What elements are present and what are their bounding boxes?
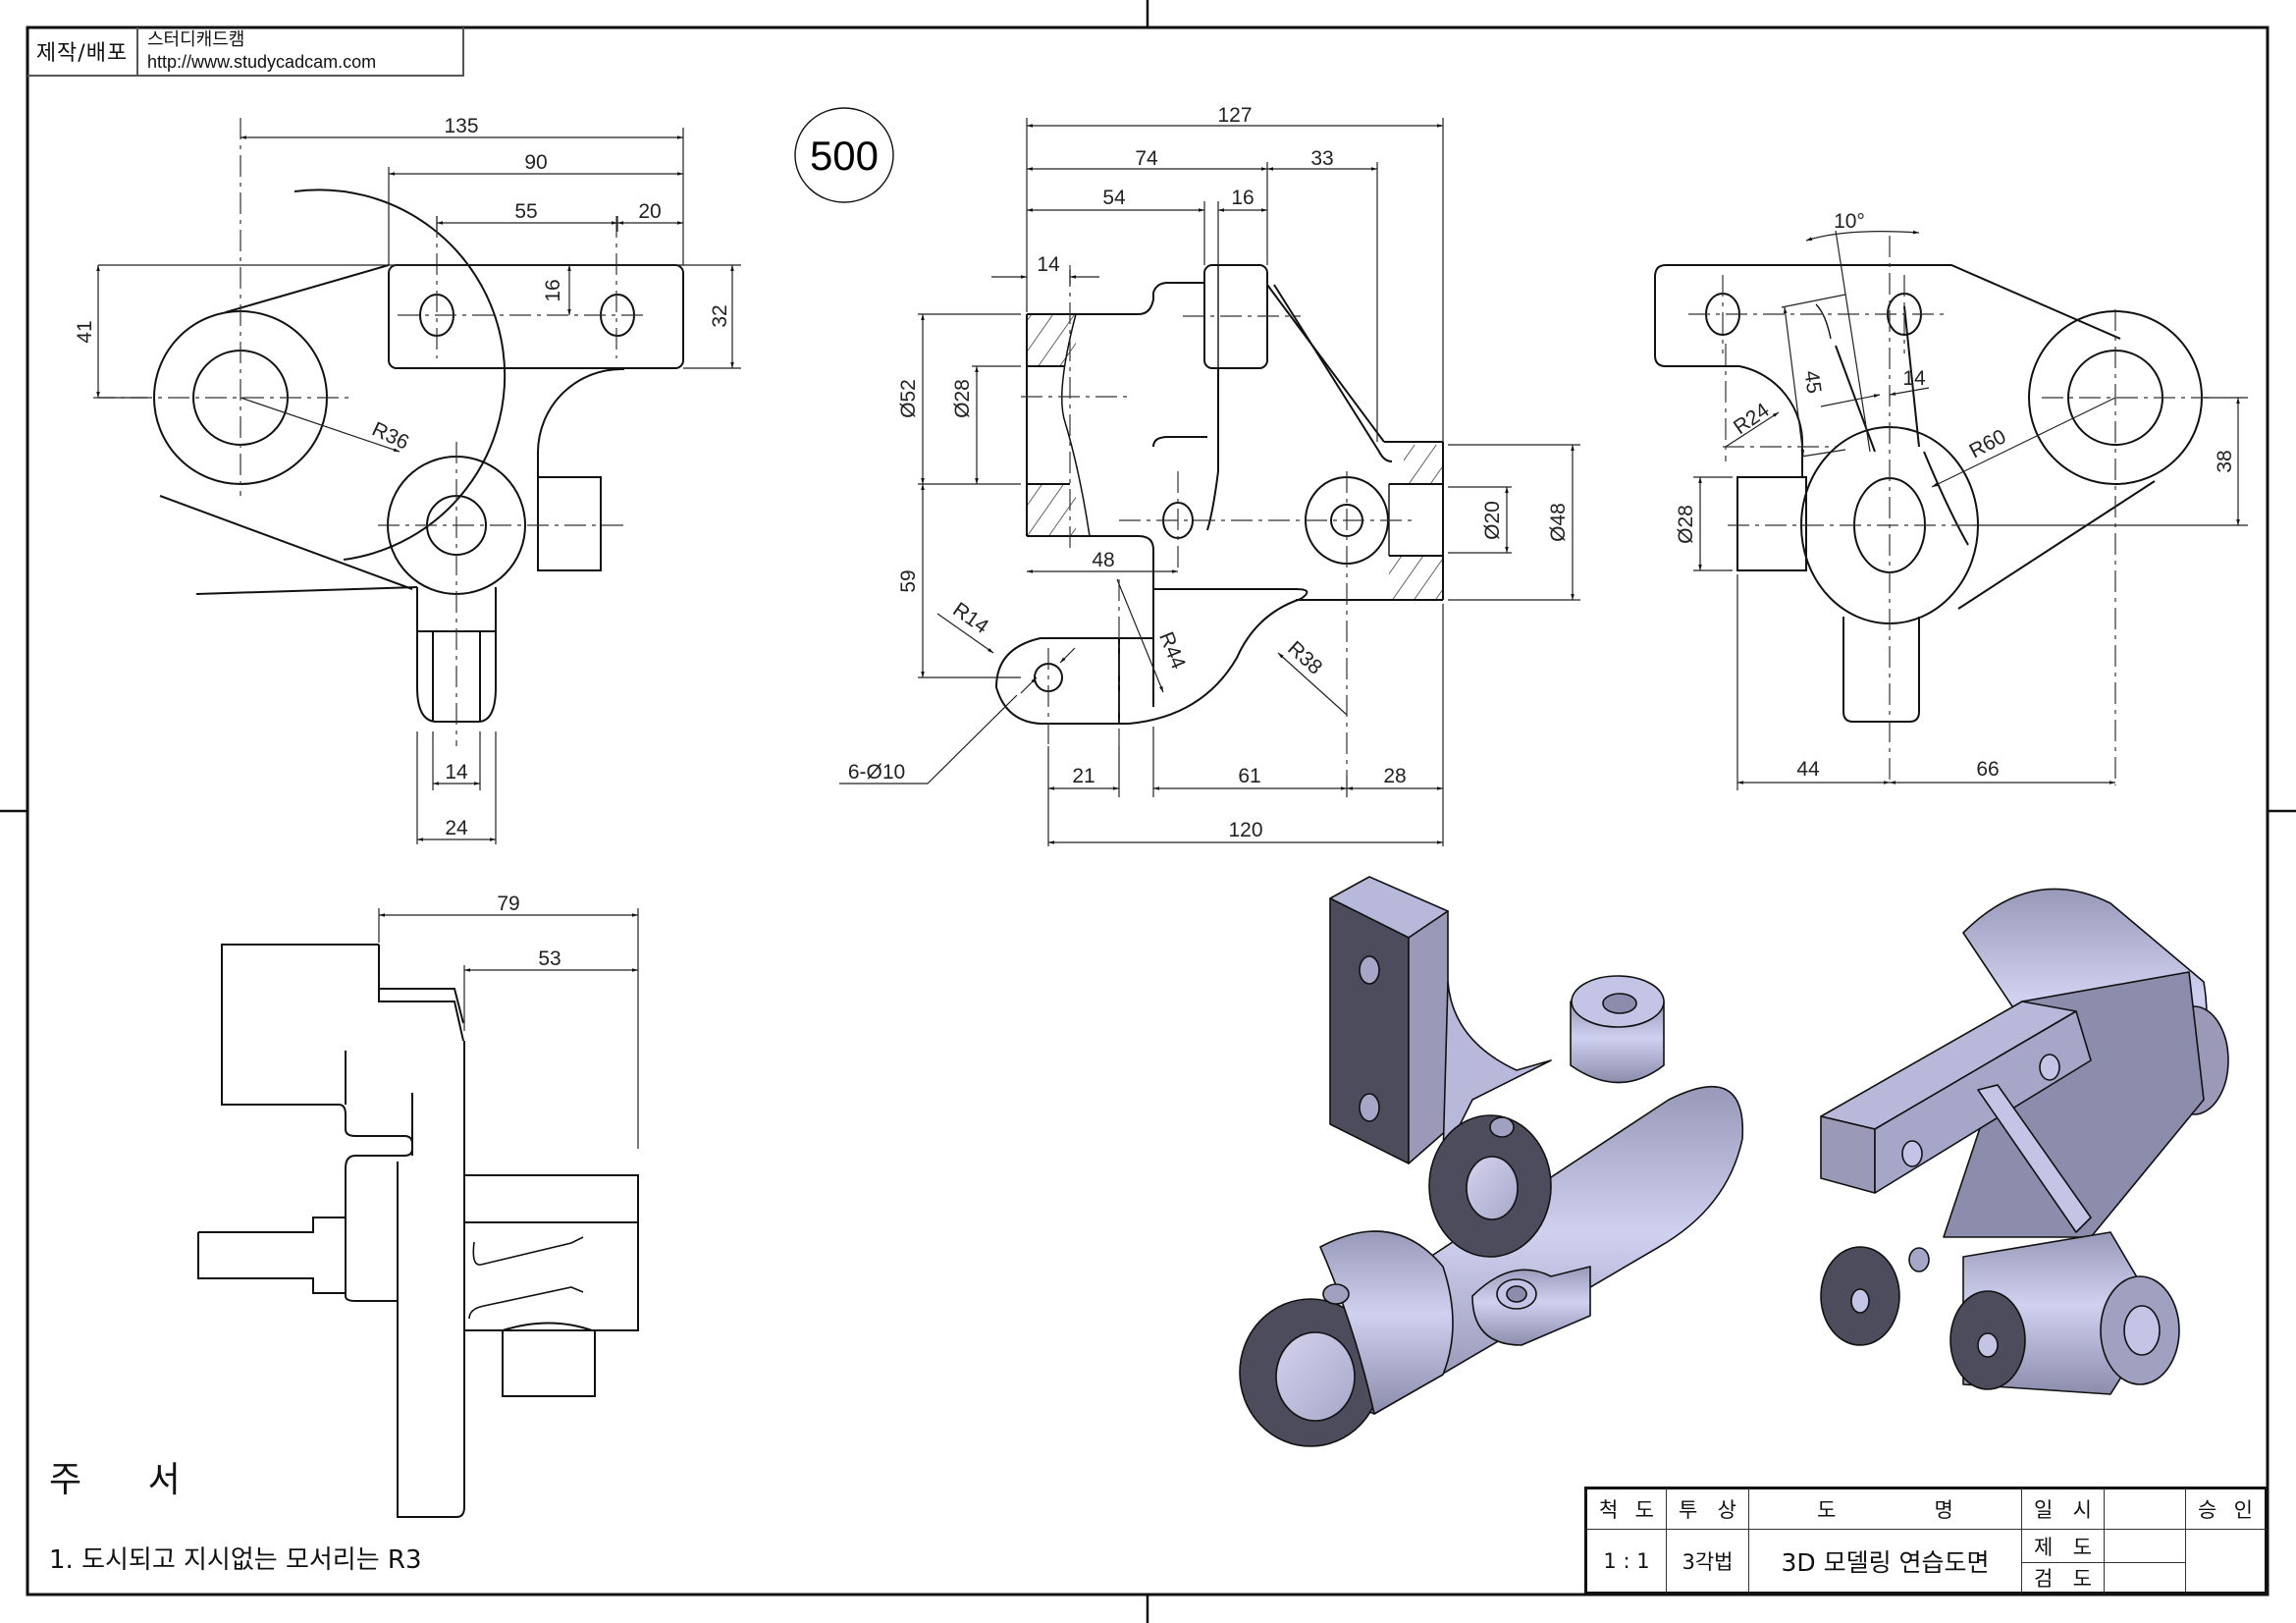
- notes-title: 주 서: [49, 1460, 208, 1500]
- title-block-approve-value: [2186, 1530, 2268, 1595]
- dim-text: 14: [1037, 253, 1060, 276]
- publisher-label: 제작/배포: [27, 27, 138, 75]
- dim-text: 14: [445, 761, 468, 784]
- top-view-centerlines: [93, 118, 643, 746]
- right-view-centerlines: [1688, 236, 2209, 785]
- publisher-header: 제작/배포 스터디캐드캠 http://www.studycadcam.com: [27, 27, 464, 77]
- dim-text: Ø48: [1547, 503, 1570, 542]
- note-item: 1. 도시되고 지시없는 모서리는 R3: [49, 1545, 422, 1575]
- bottom-left-dimension-texts: 79 53: [497, 893, 561, 970]
- dim-text: 127: [1217, 104, 1252, 127]
- dim-text: Ø28: [1675, 505, 1697, 544]
- publisher-organization: 스터디캐드캠: [147, 29, 245, 50]
- right-view-dimension-lines: [1693, 230, 2248, 790]
- dim-text: 54: [1102, 187, 1126, 209]
- dim-text: 21: [1072, 765, 1095, 787]
- dim-text: 44: [1796, 758, 1820, 781]
- dim-text: 48: [1092, 549, 1114, 571]
- top-view: [153, 189, 684, 723]
- dim-text: 24: [445, 817, 468, 839]
- dim-text: 16: [542, 279, 564, 301]
- dim-text: 38: [2214, 450, 2236, 472]
- dim-text: Ø52: [897, 379, 920, 418]
- dim-text: 74: [1135, 147, 1158, 170]
- drawing-number: 500: [810, 133, 879, 179]
- title-block-date-value: [2105, 1487, 2186, 1530]
- dim-text: 10°: [1834, 210, 1865, 233]
- dim-text: 14: [1902, 367, 1926, 390]
- dim-text: 90: [524, 151, 547, 174]
- right-view-dimension-texts: 10° 45 14 R24 R60 38 Ø28 44 66: [1675, 210, 2236, 781]
- dim-text: R24: [1730, 399, 1774, 439]
- title-block-projection-value: 3각법: [1667, 1530, 1749, 1595]
- dim-text: R14: [948, 598, 992, 638]
- front-view-dimension-lines: [839, 118, 1580, 846]
- title-block-drawing-name: 3D 모델링 연습도면: [1749, 1530, 2022, 1595]
- dim-text: R60: [1966, 425, 2010, 462]
- dim-text: Ø20: [1481, 501, 1504, 540]
- top-view-dimension-lines: [96, 128, 741, 844]
- dim-text: R38: [1283, 637, 1326, 679]
- title-block-scale-value: 1 : 1: [1584, 1530, 1667, 1595]
- isometric-model-front: [1239, 876, 1744, 1447]
- drawing-number-bubble: 500: [794, 107, 894, 203]
- dim-text: 135: [444, 115, 478, 137]
- top-view-dimension-texts: 135 90 55 20 16 41 32 R36 14 24: [74, 115, 731, 839]
- front-view-dimension-texts: 127 74 33 54 16 14 Ø52 Ø28 59 48 R14 R44…: [848, 104, 1570, 841]
- dim-text: 41: [74, 320, 96, 343]
- dim-text: 120: [1228, 819, 1262, 841]
- dim-text: 59: [897, 569, 920, 592]
- dim-text: 16: [1231, 187, 1254, 209]
- dim-text: 20: [638, 200, 661, 223]
- dim-text: 32: [709, 304, 731, 327]
- dim-text: 79: [497, 893, 519, 915]
- dim-text: 61: [1238, 765, 1260, 787]
- dim-text: 33: [1310, 147, 1333, 170]
- front-view-centerlines: [1021, 265, 1414, 776]
- dim-text: 66: [1976, 758, 1999, 781]
- publisher-url[interactable]: http://www.studycadcam.com: [147, 52, 377, 72]
- dim-text: 6-Ø10: [848, 761, 905, 784]
- bottom-left-view: [197, 944, 639, 1518]
- title-block-drawn-value: [2105, 1530, 2186, 1563]
- dim-text: 55: [514, 200, 537, 223]
- dim-text: R44: [1154, 628, 1190, 673]
- bottom-left-dimension-lines: [378, 908, 639, 1149]
- front-view: [994, 264, 1444, 725]
- dim-text: 53: [538, 947, 561, 970]
- dim-text: Ø28: [951, 379, 974, 418]
- dim-text: 45: [1799, 369, 1825, 395]
- isometric-model-rear: [1820, 888, 2229, 1395]
- dim-text: 28: [1383, 765, 1406, 787]
- title-block-checked-value: [2105, 1563, 2186, 1595]
